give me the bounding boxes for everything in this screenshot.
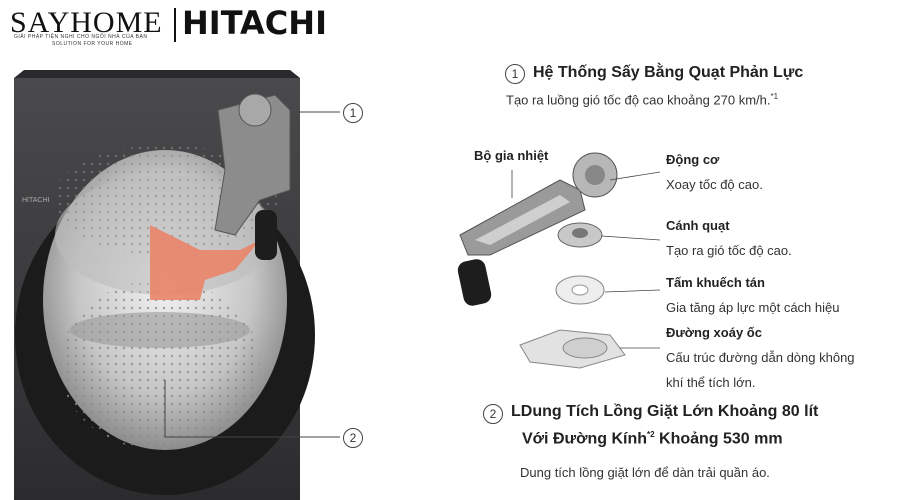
feature-1-subtitle: Tạo ra luồng gió tốc độ cao khoảng 270 k…: [506, 92, 779, 108]
heater-label: Bộ gia nhiệt: [474, 148, 549, 163]
callout-2-badge: 2: [343, 428, 363, 448]
feature-2-number: 2: [483, 404, 503, 424]
fan-desc: Tạo ra gió tốc độ cao.: [666, 243, 792, 258]
sayhome-logo: SAYHOME: [10, 6, 163, 39]
feature-2-title-line1: LDung Tích Lồng Giặt Lớn Khoảng 80 lít: [511, 403, 819, 420]
feature-2-desc: Dung tích lồng giặt lớn để dàn trải quần…: [520, 465, 770, 480]
motor-desc: Xoay tốc độ cao.: [666, 177, 763, 192]
washer-dryer-illustration: HITACHI: [14, 70, 340, 500]
logo-tagline-en: SOLUTION FOR YOUR HOME: [52, 41, 133, 47]
logo-divider: [174, 8, 176, 42]
diffuser-desc: Gia tăng áp lực một cách hiệu: [666, 300, 840, 315]
components-exploded-view: [457, 152, 661, 369]
scroll-title: Đường xoáy ốc: [666, 325, 762, 340]
callout-line-2: [164, 380, 340, 438]
scroll-desc-line1: Cấu trúc đường dẫn dòng không: [666, 350, 855, 365]
callout-1-badge: 1: [343, 103, 363, 123]
logo-tagline-vi: GIẢI PHÁP TIỆN NGHI CHO NGÔI NHÀ CỦA BẠN: [14, 34, 148, 40]
hitachi-logo: HITACHI: [182, 4, 327, 42]
feature-1-title: Hệ Thống Sấy Bằng Quạt Phản Lực: [533, 64, 804, 81]
airflow-arrow: [150, 225, 260, 300]
diffuser-title: Tấm khuếch tán: [666, 275, 765, 290]
motor-title: Động cơ: [666, 152, 720, 167]
feature-1-number: 1: [505, 64, 525, 84]
jet-fan-unit: [214, 94, 291, 236]
machine-brand: HITACHI: [22, 197, 50, 204]
feature-2-title-line2: Với Đường Kính*2 Khoảng 530 mm: [522, 430, 783, 448]
fan-title: Cánh quạt: [666, 218, 730, 233]
scroll-desc-line2: khí thể tích lớn.: [666, 375, 756, 390]
